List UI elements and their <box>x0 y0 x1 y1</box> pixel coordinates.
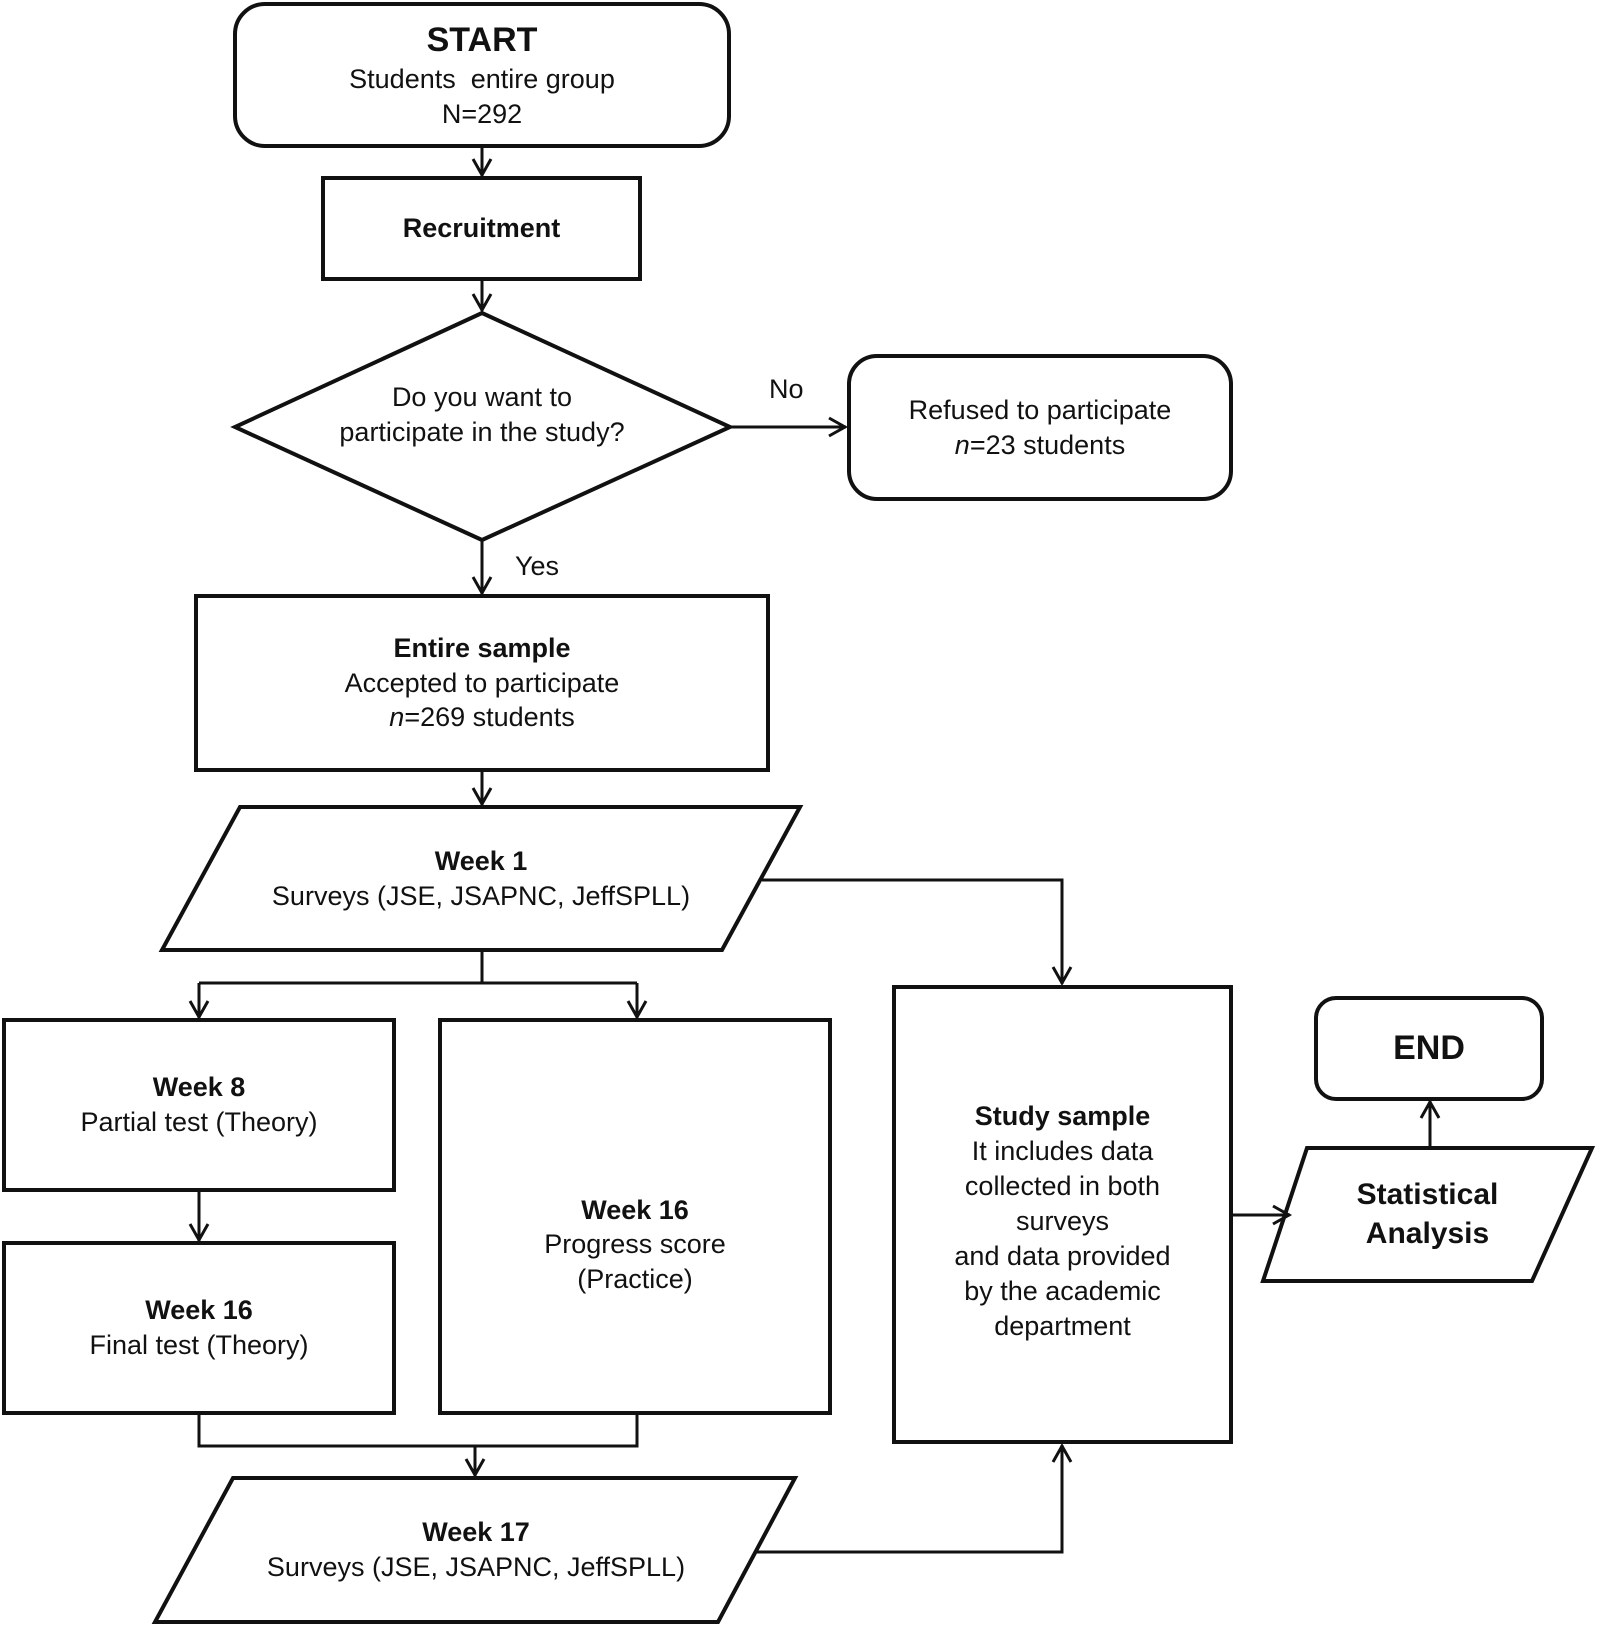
week16-theory-title: Week 16 <box>145 1295 253 1326</box>
statistical-line2: Analysis <box>1365 1216 1490 1250</box>
entire-sample-n-italic: n <box>389 702 405 733</box>
week16-theory-label: Week 16 Final test (Theory) <box>4 1243 394 1413</box>
edge-label-no: No <box>769 374 804 404</box>
edge-label-yes: Yes <box>515 551 560 581</box>
arrowhead <box>1051 966 1073 987</box>
refused-line1: Refused to participate <box>908 394 1172 425</box>
refused-n-italic: n <box>954 429 970 460</box>
decision-line1: Do you want to <box>391 382 573 413</box>
start-line1: Students entire group <box>349 64 615 95</box>
week16-practice-label: Week 16 Progress score (Practice) <box>440 1020 830 1413</box>
end-title: END <box>1393 1028 1465 1067</box>
recruitment-label: Recruitment <box>323 178 640 279</box>
refused-node <box>847 354 1233 501</box>
week16-practice-line1: Progress score <box>544 1229 726 1260</box>
recruitment-title: Recruitment <box>402 213 561 244</box>
study-sample-line: department <box>994 1311 1131 1342</box>
entire-sample-count: =269 students <box>404 702 575 733</box>
statistical-analysis-node <box>1260 1146 1596 1283</box>
connector-week1-study-sample <box>762 878 1064 984</box>
recruitment-node <box>321 176 642 281</box>
study-sample-line: collected in both <box>964 1170 1161 1201</box>
refused-line2: n=23 students <box>955 428 1125 463</box>
arrowhead <box>626 1000 648 1021</box>
arrowhead <box>471 158 493 179</box>
study-sample-line: surveys <box>1015 1205 1110 1236</box>
entire-sample-label: Entire sample Accepted to participate n=… <box>196 596 768 770</box>
study-sample-title: Study sample <box>974 1100 1151 1131</box>
arrowhead <box>471 787 493 808</box>
arrowhead <box>1419 1098 1441 1119</box>
week17-label: Week 17 Surveys (JSE, JSAPNC, JeffSPLL) <box>195 1478 757 1622</box>
week17-node <box>151 1476 799 1624</box>
arrowhead <box>188 1223 210 1244</box>
start-label: START Students entire group N=292 <box>235 4 729 146</box>
week16-practice-node <box>438 1018 832 1415</box>
week1-label: Week 1 Surveys (JSE, JSAPNC, JeffSPLL) <box>200 807 762 950</box>
arrowhead <box>188 1000 210 1021</box>
week8-line1: Partial test (Theory) <box>80 1107 318 1137</box>
week1-node <box>158 805 804 952</box>
start-line2: N=292 <box>441 98 523 129</box>
week17-title: Week 17 <box>422 1517 530 1548</box>
study-sample-line: by the academic <box>964 1276 1161 1307</box>
study-sample-line: It includes data <box>971 1135 1154 1166</box>
week8-node <box>2 1018 396 1192</box>
entire-sample-title: Entire sample <box>393 633 571 664</box>
study-sample-label: Study sample It includes data collected … <box>894 987 1231 1442</box>
week1-title: Week 1 <box>434 845 528 876</box>
week16-theory-line1: Final test (Theory) <box>89 1330 309 1360</box>
week8-label: Week 8 Partial test (Theory) <box>4 1020 394 1190</box>
entire-sample-node <box>194 594 770 772</box>
arrowhead <box>464 1458 486 1479</box>
end-label: END <box>1316 998 1542 1099</box>
arrowhead <box>1051 1442 1073 1463</box>
entire-sample-line2: n=269 students <box>389 700 574 735</box>
connector-week17-study-sample <box>757 1445 1064 1554</box>
arrowhead <box>828 416 849 438</box>
start-title: START <box>426 20 538 59</box>
study-sample-node <box>892 985 1233 1444</box>
statistical-analysis-label: Statistical Analysis <box>1290 1148 1565 1281</box>
week17-line1: Surveys (JSE, JSAPNC, JeffSPLL) <box>266 1552 686 1582</box>
study-sample-line: and data provided <box>954 1241 1171 1272</box>
arrowhead <box>1272 1204 1293 1226</box>
week1-line1: Surveys (JSE, JSAPNC, JeffSPLL) <box>271 880 691 911</box>
end-node <box>1314 996 1544 1101</box>
refused-label: Refused to participate n=23 students <box>849 356 1231 499</box>
week16-practice-line2: (Practice) <box>577 1263 693 1294</box>
decision-line2: participate in the study? <box>339 417 625 447</box>
statistical-line1: Statistical <box>1356 1178 1499 1212</box>
arrowhead <box>471 576 493 597</box>
refused-count: =23 students <box>969 429 1126 460</box>
decision-label: Do you want to participate in the study? <box>300 370 664 460</box>
connector-merge-bar <box>197 1413 639 1448</box>
arrowhead <box>471 293 493 314</box>
week16-practice-title: Week 16 <box>581 1194 689 1225</box>
week16-theory-node <box>2 1241 396 1415</box>
week8-title: Week 8 <box>152 1072 246 1103</box>
entire-sample-line1: Accepted to participate <box>344 667 620 698</box>
